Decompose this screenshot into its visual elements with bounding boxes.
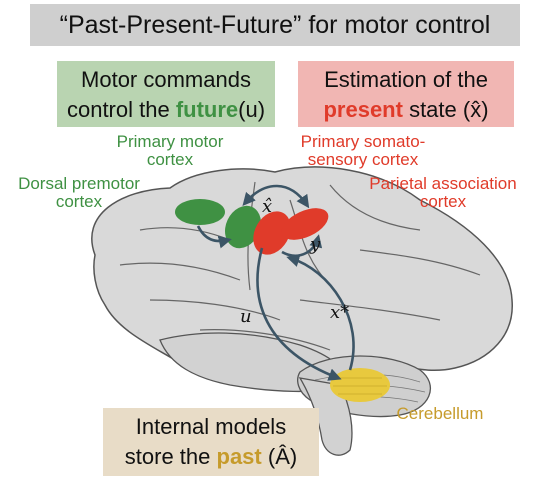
symbol-x-star: x* <box>330 302 349 323</box>
internal-box-line2: store the past (Â) <box>124 444 298 469</box>
estimation-box: Estimation of the present state (x̂) <box>298 61 514 127</box>
arrow-u <box>256 247 342 381</box>
estimation-box-line1: Estimation of the <box>324 67 488 92</box>
motor-box-line1: Motor commands <box>81 67 251 92</box>
motor-box-line2: control the future(u) <box>66 97 266 122</box>
arrow-xhat-loop <box>242 184 310 209</box>
brainstem <box>298 377 353 456</box>
motor-commands-box: Motor commands control the future(u) <box>57 61 275 127</box>
label-cerebellum: Cerebellum <box>396 404 484 423</box>
arrow-premotor-to-motor <box>196 225 232 249</box>
estimation-box-line2: present state (x̂) <box>323 97 489 122</box>
page-title: “Past-Present-Future” for motor control <box>30 4 520 46</box>
symbol-y: y <box>309 234 321 255</box>
internal-models-box: Internal models store the past (Â) <box>103 408 319 476</box>
label-somatosensory: Primary somato-sensory cortex <box>300 132 426 169</box>
symbol-x-hat: x̂ <box>262 196 272 217</box>
somatosensory-region <box>253 211 291 255</box>
dorsal-premotor-region <box>175 199 225 225</box>
cerebellum-region <box>330 368 390 402</box>
parietal-region <box>281 208 329 240</box>
primary-motor-region <box>225 205 261 249</box>
arrow-y-loop <box>281 234 323 258</box>
symbol-u: u <box>240 306 252 327</box>
arrow-x-star <box>286 254 355 371</box>
internal-box-line1: Internal models <box>135 414 287 439</box>
